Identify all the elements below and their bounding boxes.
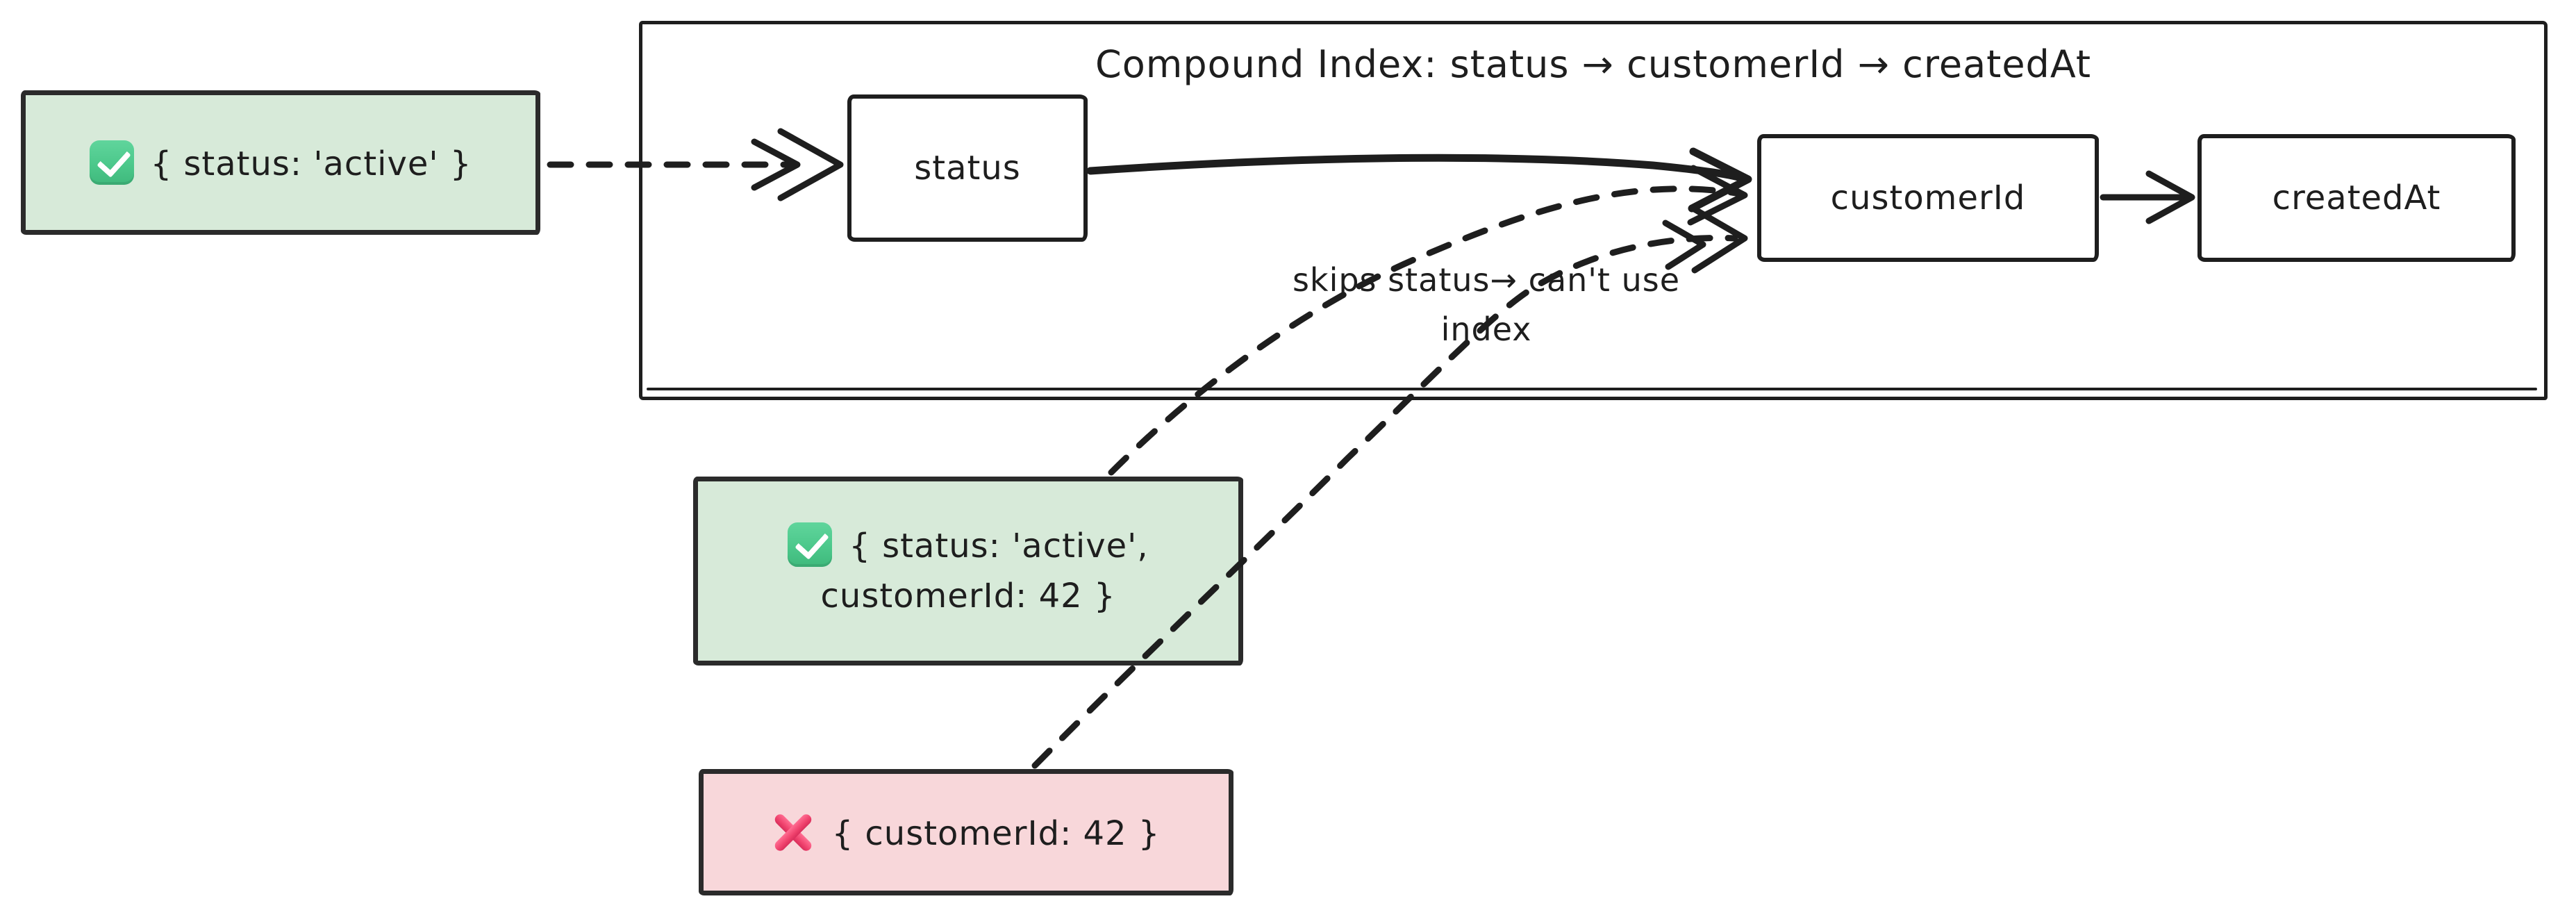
diagram-title: Compound Index: status → customerId → cr…	[1095, 42, 2091, 86]
query-text: { customerId: 42 }	[831, 814, 1161, 853]
index-field-box-customerid: customerId	[1757, 134, 2099, 262]
query-card-content: { customerId: 42 }	[772, 811, 1161, 853]
query-card-content: { status: 'active' }	[89, 140, 472, 185]
query-card-content: { status: 'active', customerId: 42 }	[716, 521, 1220, 621]
index-field-label-customerid: customerId	[1830, 179, 2026, 217]
query-text: { status: 'active', customerId: 42 }	[820, 527, 1149, 616]
check-icon	[788, 522, 833, 567]
query-text: { status: 'active' }	[150, 144, 472, 183]
query-card-status-customerid: { status: 'active', customerId: 42 }	[693, 477, 1243, 666]
cross-icon	[772, 811, 814, 853]
index-field-box-status: status	[847, 94, 1088, 242]
index-field-label-createdat: createdAt	[2272, 179, 2441, 217]
query-card-status-active: { status: 'active' }	[21, 90, 540, 235]
frame-bottom-sketch-line	[647, 388, 2537, 390]
check-icon	[89, 140, 134, 185]
annotation-cant-use-index: skips status→ can't use index	[1292, 261, 1681, 349]
query-card-customerid-only: { customerId: 42 }	[699, 769, 1233, 895]
index-field-box-createdat: createdAt	[2197, 134, 2516, 262]
index-field-label-status: status	[914, 149, 1021, 188]
